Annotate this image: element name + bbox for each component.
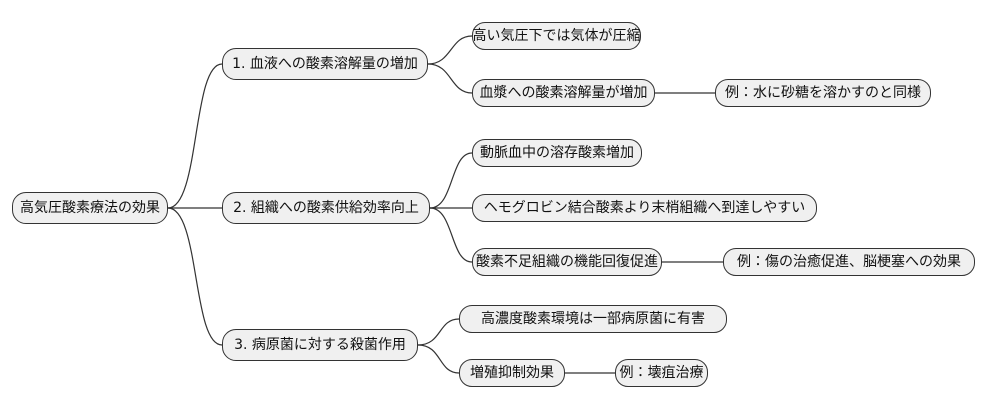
- example-node-2: 例：傷の治癒促進、脳梗塞への効果: [723, 248, 975, 276]
- branch-node-2: 2. 組織への酸素供給効率向上: [222, 192, 430, 224]
- example-node-1: 例：水に砂糖を溶かすのと同様: [715, 79, 931, 107]
- link-root-branch1: [167, 63, 223, 209]
- example-node-3: 例：壊疽治療: [615, 359, 708, 387]
- link-branch3-child1: [417, 318, 460, 346]
- child-node-2-3: 酸素不足組織の機能回復促進: [472, 248, 662, 276]
- root-node: 高気圧酸素療法の効果: [12, 192, 168, 224]
- link-branch2-child3: [429, 207, 473, 263]
- child-node-1-1: 高い気圧下では気体が圧縮: [472, 22, 641, 50]
- branch-node-1: 1. 血液への酸素溶解量の増加: [222, 48, 428, 80]
- link-branch3-child2: [417, 344, 460, 374]
- child-node-2-2: ヘモグロビン結合酸素より末梢組織へ到達しやすい: [472, 194, 817, 222]
- child-node-1-2: 血漿への酸素溶解量が増加: [472, 79, 655, 107]
- link-branch2-child1: [429, 152, 473, 209]
- link-root-branch3: [167, 207, 223, 346]
- branch-node-3: 3. 病原菌に対する殺菌作用: [222, 329, 418, 361]
- link-branch1-child1: [427, 35, 473, 65]
- link-branch1-child2: [427, 63, 473, 94]
- child-node-3-2: 増殖抑制効果: [459, 359, 565, 387]
- child-node-2-1: 動脈血中の溶存酸素増加: [472, 139, 642, 167]
- child-node-3-1: 高濃度酸素環境は一部病原菌に有害: [459, 305, 727, 333]
